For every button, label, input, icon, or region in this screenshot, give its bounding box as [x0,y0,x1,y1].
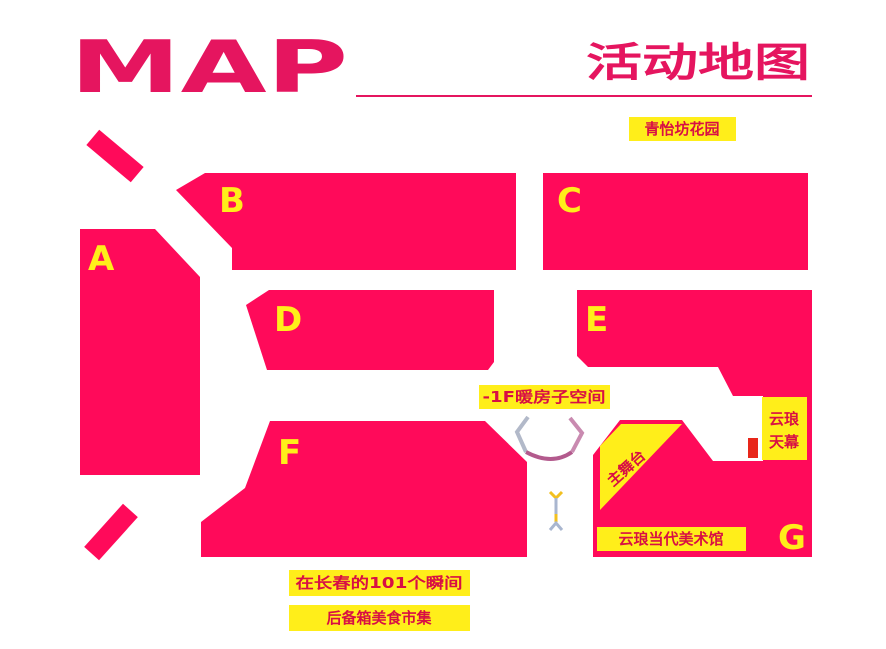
zone-b[interactable]: B [176,173,516,270]
arch-bottom-icon [525,450,574,461]
moments-label: 在长春的101个瞬间 [296,574,463,592]
tag-moments[interactable]: 在长春的101个瞬间 [289,570,470,596]
underground-space-icon [514,415,585,461]
tag-food-market[interactable]: 后备箱美食市集 [289,605,470,631]
header: MAP 活动地图 [70,25,812,109]
zone-c-block[interactable] [543,173,808,270]
zone-a-label: A [88,239,115,279]
zone-eg-block[interactable] [577,290,812,557]
zone-a-block[interactable] [80,229,200,475]
arch-left-icon [514,415,530,453]
page-title: 活动地图 [586,40,810,86]
zone-e[interactable]: E [577,290,812,557]
map-logo: MAP [70,25,348,109]
zone-b-block[interactable] [176,173,516,270]
zone-c-label: C [557,181,582,221]
zone-c[interactable]: C [543,173,808,270]
garden-label: 青怡坊花园 [644,120,719,138]
art-museum-label: 云琅当代美术馆 [618,530,723,548]
entrance-marker-top [86,129,144,183]
zone-f[interactable]: F [201,421,527,557]
tag-sky-screen[interactable]: 云琅 天幕 [762,397,807,460]
zone-d-block[interactable] [246,290,494,370]
tag-garden[interactable]: 青怡坊花园 [629,117,736,141]
zone-d[interactable]: D [246,290,494,370]
sky-screen-label-line2: 天幕 [769,433,800,451]
entrance-marker-bottom [84,503,138,561]
zone-g-label: G [778,518,806,558]
gate-icon [548,490,564,531]
zone-a[interactable]: A [80,229,200,475]
arch-right-icon [568,416,585,453]
underground-label: -1F暖房子空间 [483,388,606,406]
food-market-label: 后备箱美食市集 [326,609,432,627]
zone-f-block[interactable] [201,421,527,557]
tag-underground[interactable]: -1F暖房子空间 [479,385,610,409]
sky-screen-label-line1: 云琅 [769,410,800,428]
zone-e-label: E [585,300,608,340]
tag-art-museum[interactable]: 云琅当代美术馆 [597,527,746,551]
header-divider [356,95,812,97]
zone-f-label: F [278,433,301,473]
sky-screen-marker [748,438,758,458]
zone-d-label: D [274,300,302,340]
zone-b-label: B [219,181,245,221]
main-stage-area[interactable] [600,424,682,510]
